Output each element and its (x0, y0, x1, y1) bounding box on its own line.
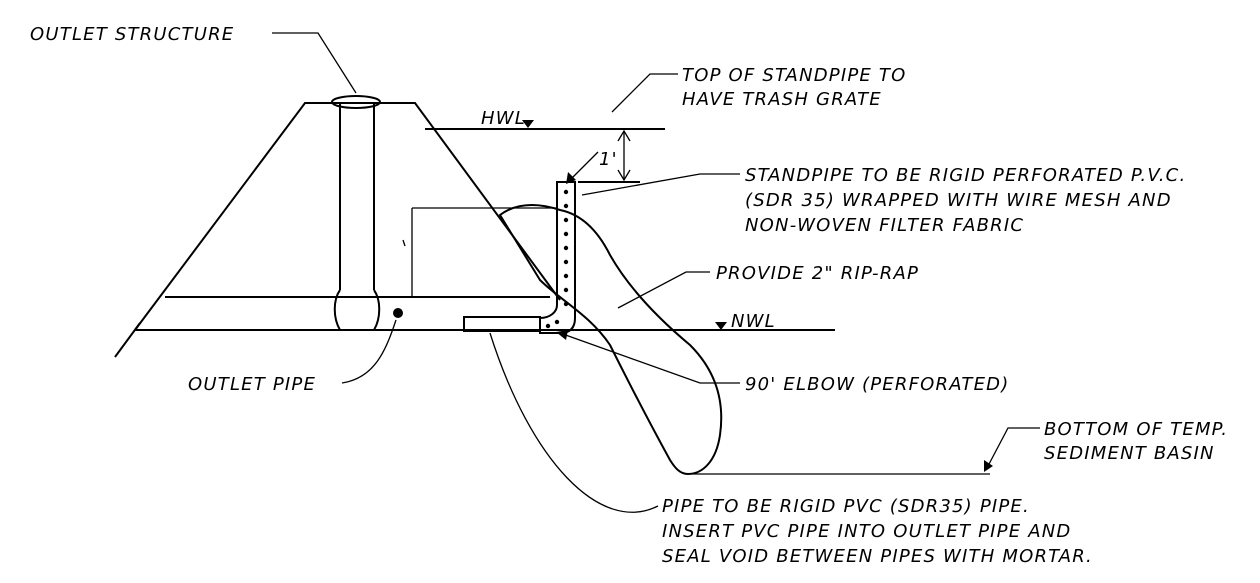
label-bottom-1: BOTTOM OF TEMP. (1044, 419, 1228, 440)
perforated-standpipe (539, 181, 576, 334)
nwl-marker (715, 322, 727, 330)
label-outlet-pipe: OUTLET PIPE (188, 374, 316, 395)
pvc-pipe (463, 316, 541, 332)
standpipe-height-dimension (402, 207, 558, 297)
label-pipe-note-2: INSERT PVC PIPE INTO OUTLET PIPE AND (662, 521, 1071, 542)
label-one-foot: 1' (599, 149, 618, 170)
label-pipe-note-1: PIPE TO BE RIGID PVC (SDR35) PIPE. (662, 496, 1030, 517)
outlet-pipe-marker (393, 308, 403, 318)
label-top-standpipe-2: HAVE TRASH GRATE (682, 89, 882, 110)
embankment (114, 102, 835, 358)
label-standpipe-1: STANDPIPE TO BE RIGID PERFORATED P.V.C. (745, 165, 1186, 186)
outlet-structure-riser (331, 95, 403, 331)
label-nwl: NWL (731, 311, 776, 332)
leaders (272, 32, 1040, 513)
rip-rap-zone (498, 204, 723, 476)
label-top-standpipe-1: TOP OF STANDPIPE TO (682, 65, 906, 86)
label-outlet-structure: OUTLET STRUCTURE (30, 24, 234, 45)
label-elbow: 90' ELBOW (PERFORATED) (745, 374, 1009, 395)
label-standpipe-2: (SDR 35) WRAPPED WITH WIRE MESH AND (745, 190, 1172, 211)
label-bottom-2: SEDIMENT BASIN (1044, 443, 1215, 464)
label-rip-rap: PROVIDE 2" RIP-RAP (716, 263, 919, 284)
label-hwl: HWL (481, 108, 526, 129)
label-standpipe-3: NON-WOVEN FILTER FABRIC (745, 215, 1024, 236)
hwl-dimension (425, 120, 665, 183)
label-pipe-note-3: SEAL VOID BETWEEN PIPES WITH MORTAR. (662, 546, 1093, 567)
